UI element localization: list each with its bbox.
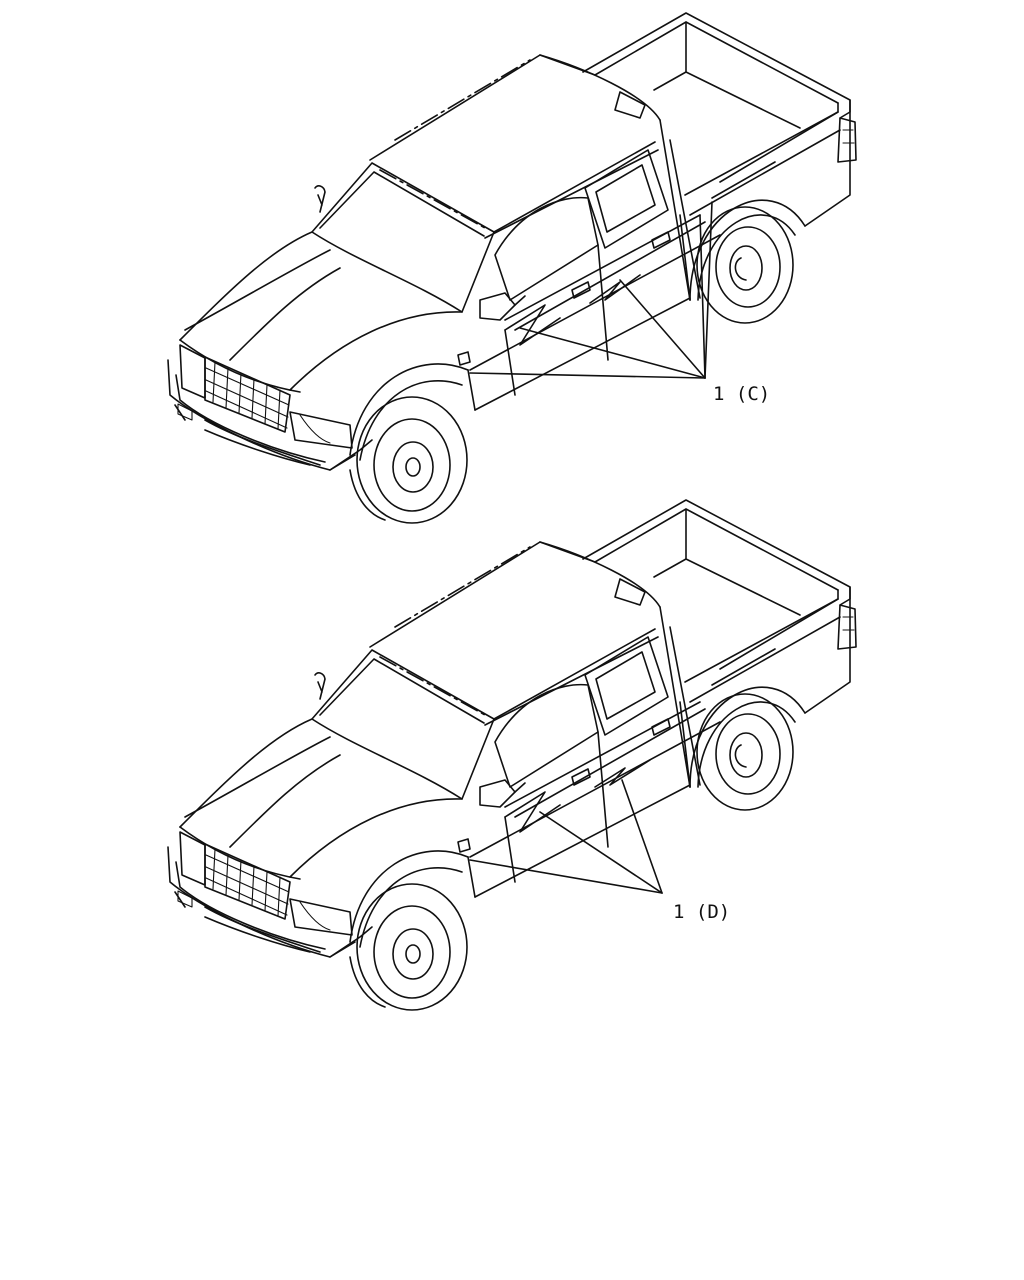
callout-label-c: 1 (C) [713, 383, 770, 405]
truck-illustration-bottom [167, 499, 857, 1011]
stripe-decal-marks-bottom [504, 759, 651, 833]
truck-illustration-top [167, 12, 857, 524]
leader-lines-top [469, 201, 713, 379]
callout-label-d: 1 (D) [673, 901, 730, 923]
leader-lines-bottom [469, 779, 663, 894]
stripe-decal-marks-top [504, 274, 641, 346]
